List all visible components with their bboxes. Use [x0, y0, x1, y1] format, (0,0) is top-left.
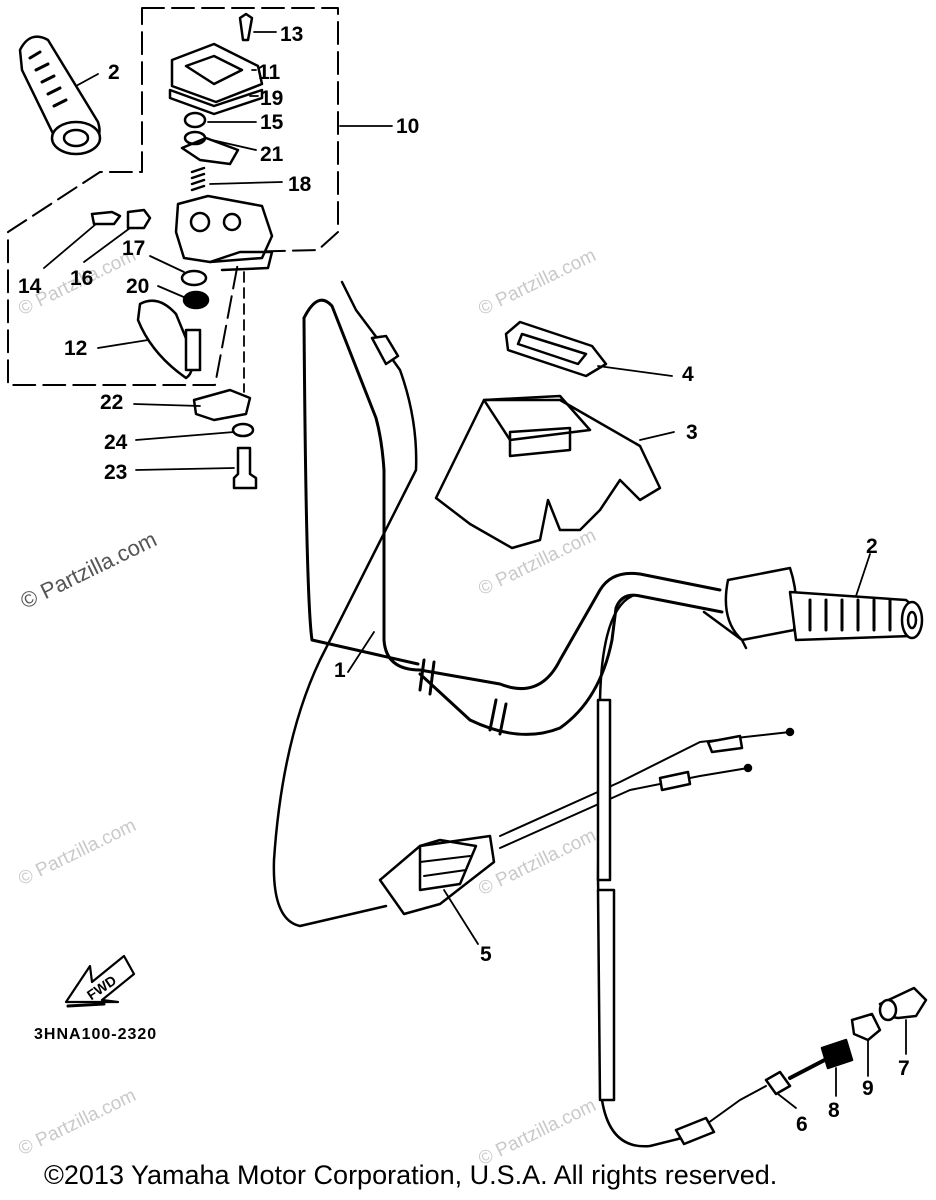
callout-23: 23 [104, 461, 128, 484]
left-grip-part [18, 35, 102, 156]
indicator-gasket-part [504, 320, 673, 378]
callout-20: 20 [126, 275, 150, 298]
throttle-cable [272, 280, 418, 928]
callout-14: 14 [18, 275, 42, 298]
callout-12: 12 [64, 337, 88, 360]
callout-19: 19 [260, 87, 284, 110]
callout-17: 17 [122, 237, 146, 260]
callout-21: 21 [260, 143, 284, 166]
callout-15: 15 [260, 111, 284, 134]
callout-13: 13 [280, 23, 304, 46]
handlebar-part [302, 298, 724, 736]
handlebar-cover-part [434, 394, 675, 550]
assembly-boundary [7, 7, 339, 386]
leader-lines [43, 31, 393, 471]
callout-7: 7 [898, 1057, 910, 1080]
diagram-code: 3HNA100-2320 [34, 1026, 158, 1043]
right-grip-part [702, 553, 924, 650]
callout-1: 1 [334, 659, 346, 682]
switch-housing-parts [90, 12, 274, 490]
callout-16: 16 [70, 267, 94, 290]
callout-8: 8 [828, 1099, 840, 1122]
adjuster-parts [764, 986, 928, 1109]
forward-arrow-icon [64, 954, 136, 1008]
callout-24: 24 [104, 431, 128, 454]
callout-4: 4 [682, 363, 694, 386]
callout-10: 10 [396, 115, 420, 138]
callout-22: 22 [100, 391, 124, 414]
callout-11: 11 [258, 61, 281, 84]
callout-3: 3 [686, 421, 698, 444]
wiring-harness [378, 727, 795, 945]
brake-cable [596, 594, 767, 1148]
callout-9: 9 [862, 1077, 874, 1100]
copyright-notice: ©2013 Yamaha Motor Corporation, U.S.A. A… [44, 1160, 778, 1190]
callout-2: 2 [866, 535, 878, 558]
callout-18: 18 [288, 173, 312, 196]
callout-2: 2 [108, 61, 120, 84]
callout-5: 5 [480, 943, 492, 966]
callout-6: 6 [796, 1113, 808, 1136]
